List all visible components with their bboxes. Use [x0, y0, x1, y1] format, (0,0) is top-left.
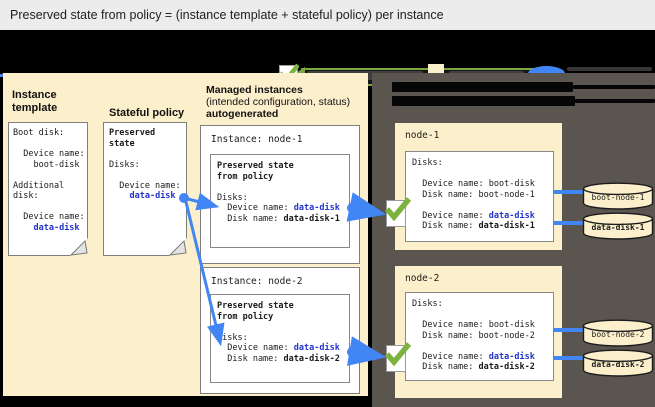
stateful-policy-text: Preserved state Disks: Device name: data… [109, 128, 181, 202]
instance-template-heading: Instance template [12, 89, 58, 114]
check-icon [384, 342, 411, 367]
disk-connector [553, 328, 586, 332]
disk-name-value: data-disk-1 [478, 221, 535, 231]
instance-title: Instance: node-2 [211, 276, 303, 287]
instance-template-text: Boot disk: Device name: boot-disk Additi… [13, 128, 85, 233]
disk-cylinder-boot-node-1: boot-node-1 [582, 182, 654, 211]
managed-instances-heading-line3: autogenerated [206, 108, 279, 120]
preserved-state-from-policy-label: Preserved state from policy [217, 161, 294, 182]
redacted-heading-line [392, 96, 575, 106]
disks-device-label: Disks: Device name: [217, 332, 289, 354]
folded-corner-icon [169, 238, 187, 256]
preserved-state-box: Preserved state from policy Disks: Devic… [210, 154, 350, 248]
vm-title: node-1 [405, 130, 440, 141]
preserved-state-label: Preserved state [109, 128, 156, 149]
preserved-state-text: Preserved state from policy Disks: Devic… [217, 161, 340, 224]
vm-disks-box: Disks: Device name: boot-disk Disk name:… [405, 151, 554, 242]
vm-disks-body: Disks: Device name: boot-disk Disk name:… [412, 158, 535, 221]
device-name-value: data-disk [293, 203, 340, 213]
disk-name-label: data-disk-1 [591, 223, 645, 232]
redacted-heading-line [392, 82, 573, 92]
diagram-title: Preserved state from policy = (instance … [10, 8, 444, 22]
data-disk-value: data-disk [129, 191, 176, 201]
disk-cylinder-boot-node-2: boot-node-2 [582, 319, 654, 348]
disk-connector [553, 190, 586, 194]
disk-cylinder-data-disk-2: data-disk-2 [582, 349, 654, 378]
instance-title: Instance: node-1 [211, 134, 303, 145]
instance-template-body: Boot disk: Device name: boot-disk Additi… [13, 128, 85, 222]
preserved-state-box: Preserved state from policy Disks: Devic… [210, 294, 350, 383]
disk-name-label: Disk name: [422, 221, 474, 231]
vm-disks-text: Disks: Device name: boot-disk Disk name:… [412, 299, 535, 373]
managed-instances-heading: Managed instances (intended configuratio… [206, 84, 350, 120]
disks-device-label: Disks: Device name: [217, 192, 289, 214]
vm-card-node-2: node-2 Disks: Device name: boot-disk Dis… [395, 266, 562, 398]
applied-check-box [384, 342, 411, 372]
managed-instances-heading-line1: Managed instances [206, 84, 303, 96]
device-name-value: data-disk [488, 210, 535, 221]
disk-connector [553, 221, 586, 225]
preserved-state-from-policy-label: Preserved state from policy [217, 301, 294, 322]
applied-check-box [384, 197, 411, 227]
vm-title: node-2 [405, 273, 440, 284]
stateful-policy-card: Preserved state Disks: Device name: data… [103, 122, 187, 256]
device-name-value: data-disk [488, 351, 535, 362]
redacted-legend-text [567, 67, 652, 71]
disk-name-label: boot-node-2 [591, 330, 645, 339]
disk-name-label: data-disk-2 [591, 360, 645, 369]
vm-card-node-1: node-1 Disks: Device name: boot-disk Dis… [395, 123, 562, 250]
managed-instance-card-node-2: Instance: node-2 Preserved state from po… [200, 267, 360, 394]
disk-name-value: data-disk-1 [283, 213, 340, 224]
disk-name-value: data-disk-2 [478, 362, 535, 372]
stateful-policy-heading: Stateful policy [109, 107, 185, 119]
preserved-state-text: Preserved state from policy Disks: Devic… [217, 301, 340, 364]
device-name-value: data-disk [293, 343, 340, 353]
disk-name-value: data-disk-2 [283, 353, 340, 364]
check-icon [384, 197, 411, 222]
managed-instance-card-node-1: Instance: node-1 Preserved state from po… [200, 125, 360, 264]
cylinder-icon [582, 182, 654, 210]
folded-corner-icon [70, 238, 88, 256]
data-disk-value: data-disk [33, 222, 80, 233]
disk-connector [553, 356, 586, 360]
vm-disks-box: Disks: Device name: boot-disk Disk name:… [405, 292, 554, 381]
cylinder-icon [582, 212, 654, 240]
legend-bar [0, 30, 655, 88]
cylinder-icon [582, 319, 654, 347]
redacted-heading-tail [573, 85, 655, 89]
managed-instances-heading-line2: (intended configuration, status) [206, 96, 351, 108]
cylinder-icon [582, 349, 654, 377]
redacted-heading-tail [575, 99, 655, 103]
instance-template-card: Boot disk: Device name: boot-disk Additi… [8, 122, 88, 256]
vm-disks-text: Disks: Device name: boot-disk Disk name:… [412, 158, 535, 232]
stateful-policy-body: Disks: Device name: [109, 159, 181, 191]
disk-cylinder-data-disk-1: data-disk-1 [582, 212, 654, 241]
vm-disks-body: Disks: Device name: boot-disk Disk name:… [412, 299, 535, 362]
disk-name-label: Disk name: [227, 353, 279, 364]
title-bar: Preserved state from policy = (instance … [0, 0, 655, 30]
disk-name-label: Disk name: [227, 213, 279, 224]
disk-name-label: boot-node-1 [591, 193, 645, 202]
disk-name-label: Disk name: [422, 362, 474, 372]
